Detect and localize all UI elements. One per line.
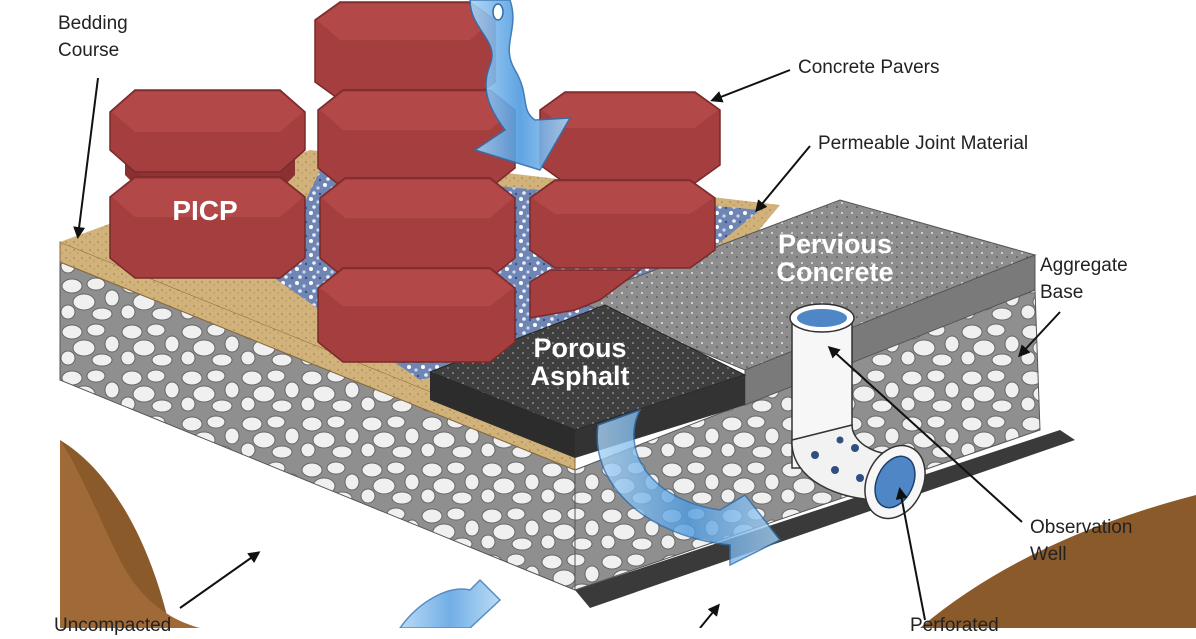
surface-label-porous-asphalt: Porous Asphalt <box>530 333 630 391</box>
native-soil <box>60 440 1196 628</box>
label-perforated: Perforated <box>910 615 999 636</box>
liner <box>575 430 1075 608</box>
porous-asphalt-left-side <box>430 372 575 458</box>
arrow-concrete-pavers <box>710 69 791 103</box>
paver <box>529 269 643 319</box>
label-bedding-course: Bedding Course <box>58 13 128 61</box>
arrow-joint-material <box>755 145 811 213</box>
arrow-bedding-course <box>73 77 99 239</box>
label-uncompacted: Uncompacted <box>54 615 172 636</box>
water-drop <box>492 3 504 21</box>
paver-grid <box>109 1 721 363</box>
label-observation-well: Observation Well <box>1030 517 1133 565</box>
water-flow-soil <box>399 578 502 628</box>
arrow-aggregate-base <box>1017 311 1061 358</box>
observation-well-pipe <box>789 303 902 501</box>
arrow-uncompacted-soil <box>179 551 261 609</box>
arrow-perforated-pipe <box>895 487 926 621</box>
water-flow-incoming <box>469 0 572 171</box>
arrow-observation-well <box>827 345 1023 523</box>
label-concrete-pavers: Concrete Pavers <box>798 57 940 78</box>
native-soil-edge <box>60 440 200 628</box>
surface-label-pervious-concrete: Pervious Concrete <box>776 229 894 287</box>
label-permeable-joint-material: Permeable Joint Material <box>818 133 1029 154</box>
surface-label-picp: PICP <box>172 195 238 226</box>
label-aggregate-base: Aggregate Base <box>1040 255 1128 303</box>
arrow-liner <box>699 603 720 628</box>
water-flow-asphalt <box>596 408 782 567</box>
